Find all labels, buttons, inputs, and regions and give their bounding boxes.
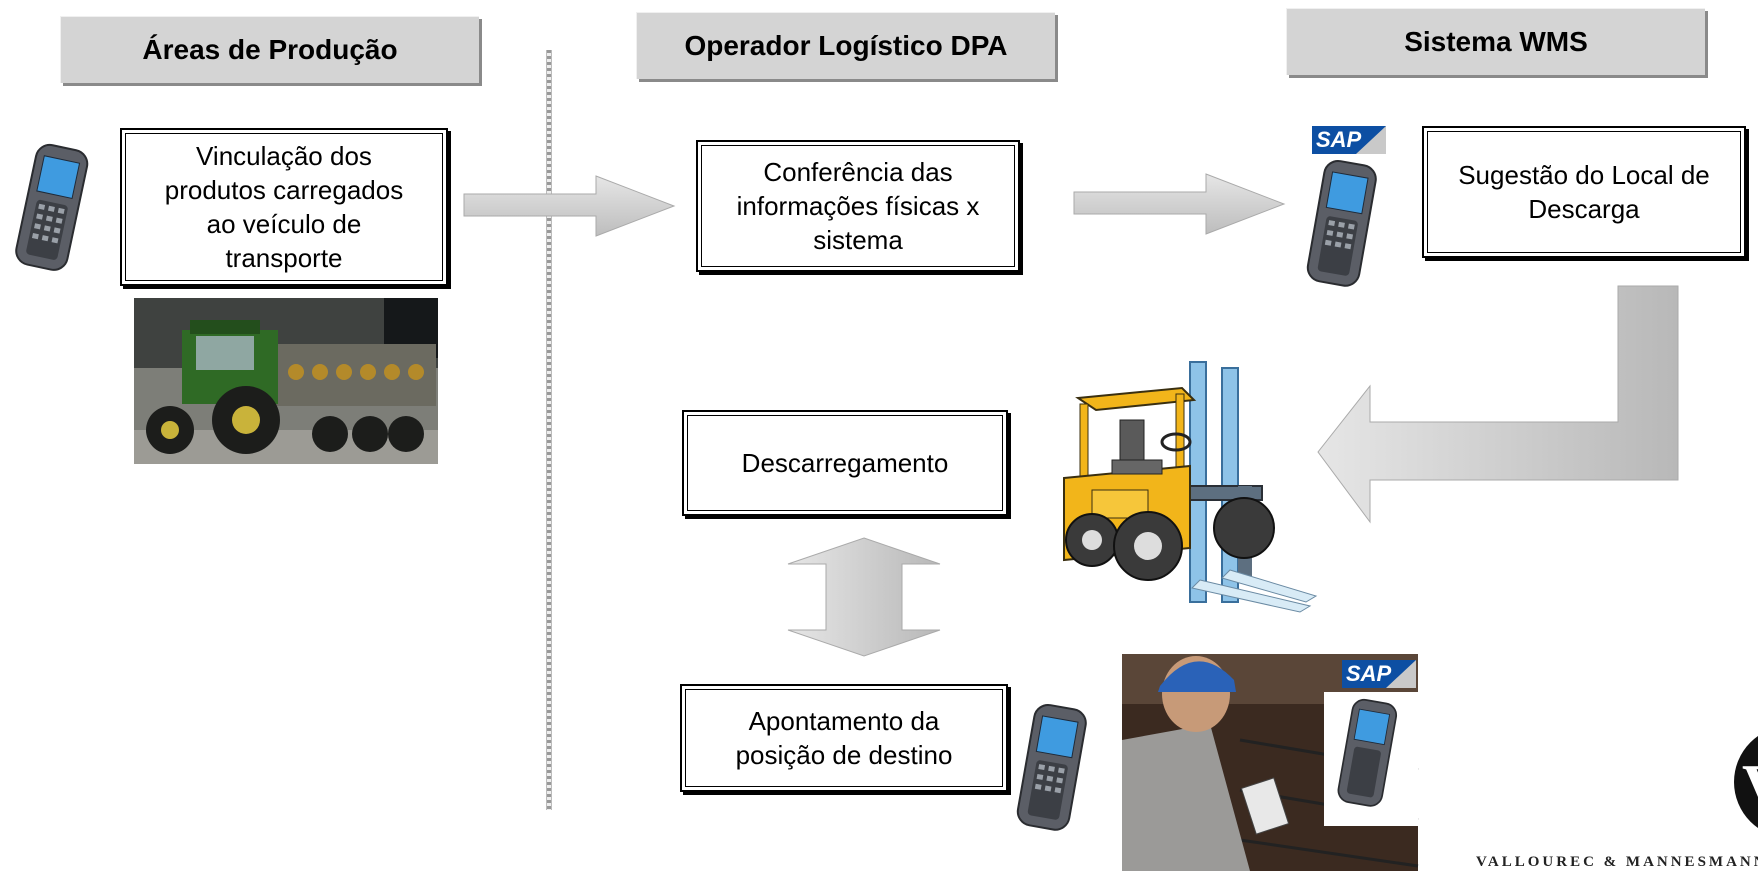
- box-vinculacao: Vinculação dos produtos carregados ao ve…: [120, 128, 448, 286]
- vm-logo-icon: V: [1734, 736, 1758, 828]
- box-sugestao: Sugestão do Local de Descarga: [1422, 126, 1746, 258]
- scanner-device-icon-2: [1306, 159, 1377, 287]
- svg-text:V: V: [1742, 751, 1758, 822]
- sap-logo-2: SAP: [1342, 660, 1416, 688]
- sap-logo-1: SAP: [1312, 126, 1386, 154]
- box-apontamento: Apontamento da posição de destino: [680, 684, 1008, 792]
- header-sistema-wms: Sistema WMS: [1286, 8, 1705, 75]
- forklift-icon: [1063, 361, 1318, 613]
- box-vinculacao-text: Vinculação dos produtos carregados ao ve…: [164, 141, 404, 273]
- tractor-photo: [134, 298, 438, 464]
- box-conferencia: Conferência das informações físicas x si…: [696, 140, 1020, 272]
- header-operador-logistico: Operador Logístico DPA: [636, 12, 1055, 79]
- arrow-double-vertical: [787, 537, 941, 657]
- box-sugestao-text: Sugestão do Local de Descarga: [1458, 160, 1710, 224]
- worker-photo: [1122, 654, 1419, 871]
- column-divider: [546, 50, 552, 810]
- scanner-device-icon-1: [15, 143, 89, 271]
- box-conferencia-text: Conferência das informações físicas x si…: [736, 157, 980, 255]
- arrow-right-1: [463, 175, 676, 237]
- arrow-return-left: [1317, 285, 1679, 524]
- box-descarregamento-text: Descarregamento: [741, 448, 949, 478]
- vm-logo-text: VALLOUREC & MANNESMANN: [1476, 854, 1758, 870]
- arrow-right-2: [1073, 173, 1286, 235]
- scanner-device-icon-3: [1016, 703, 1087, 831]
- box-apontamento-text: Apontamento da posição de destino: [735, 706, 953, 770]
- box-descarregamento: Descarregamento: [682, 410, 1008, 516]
- scanner-device-icon-4: [1337, 698, 1398, 807]
- header-areas-producao: Áreas de Produção: [60, 16, 479, 83]
